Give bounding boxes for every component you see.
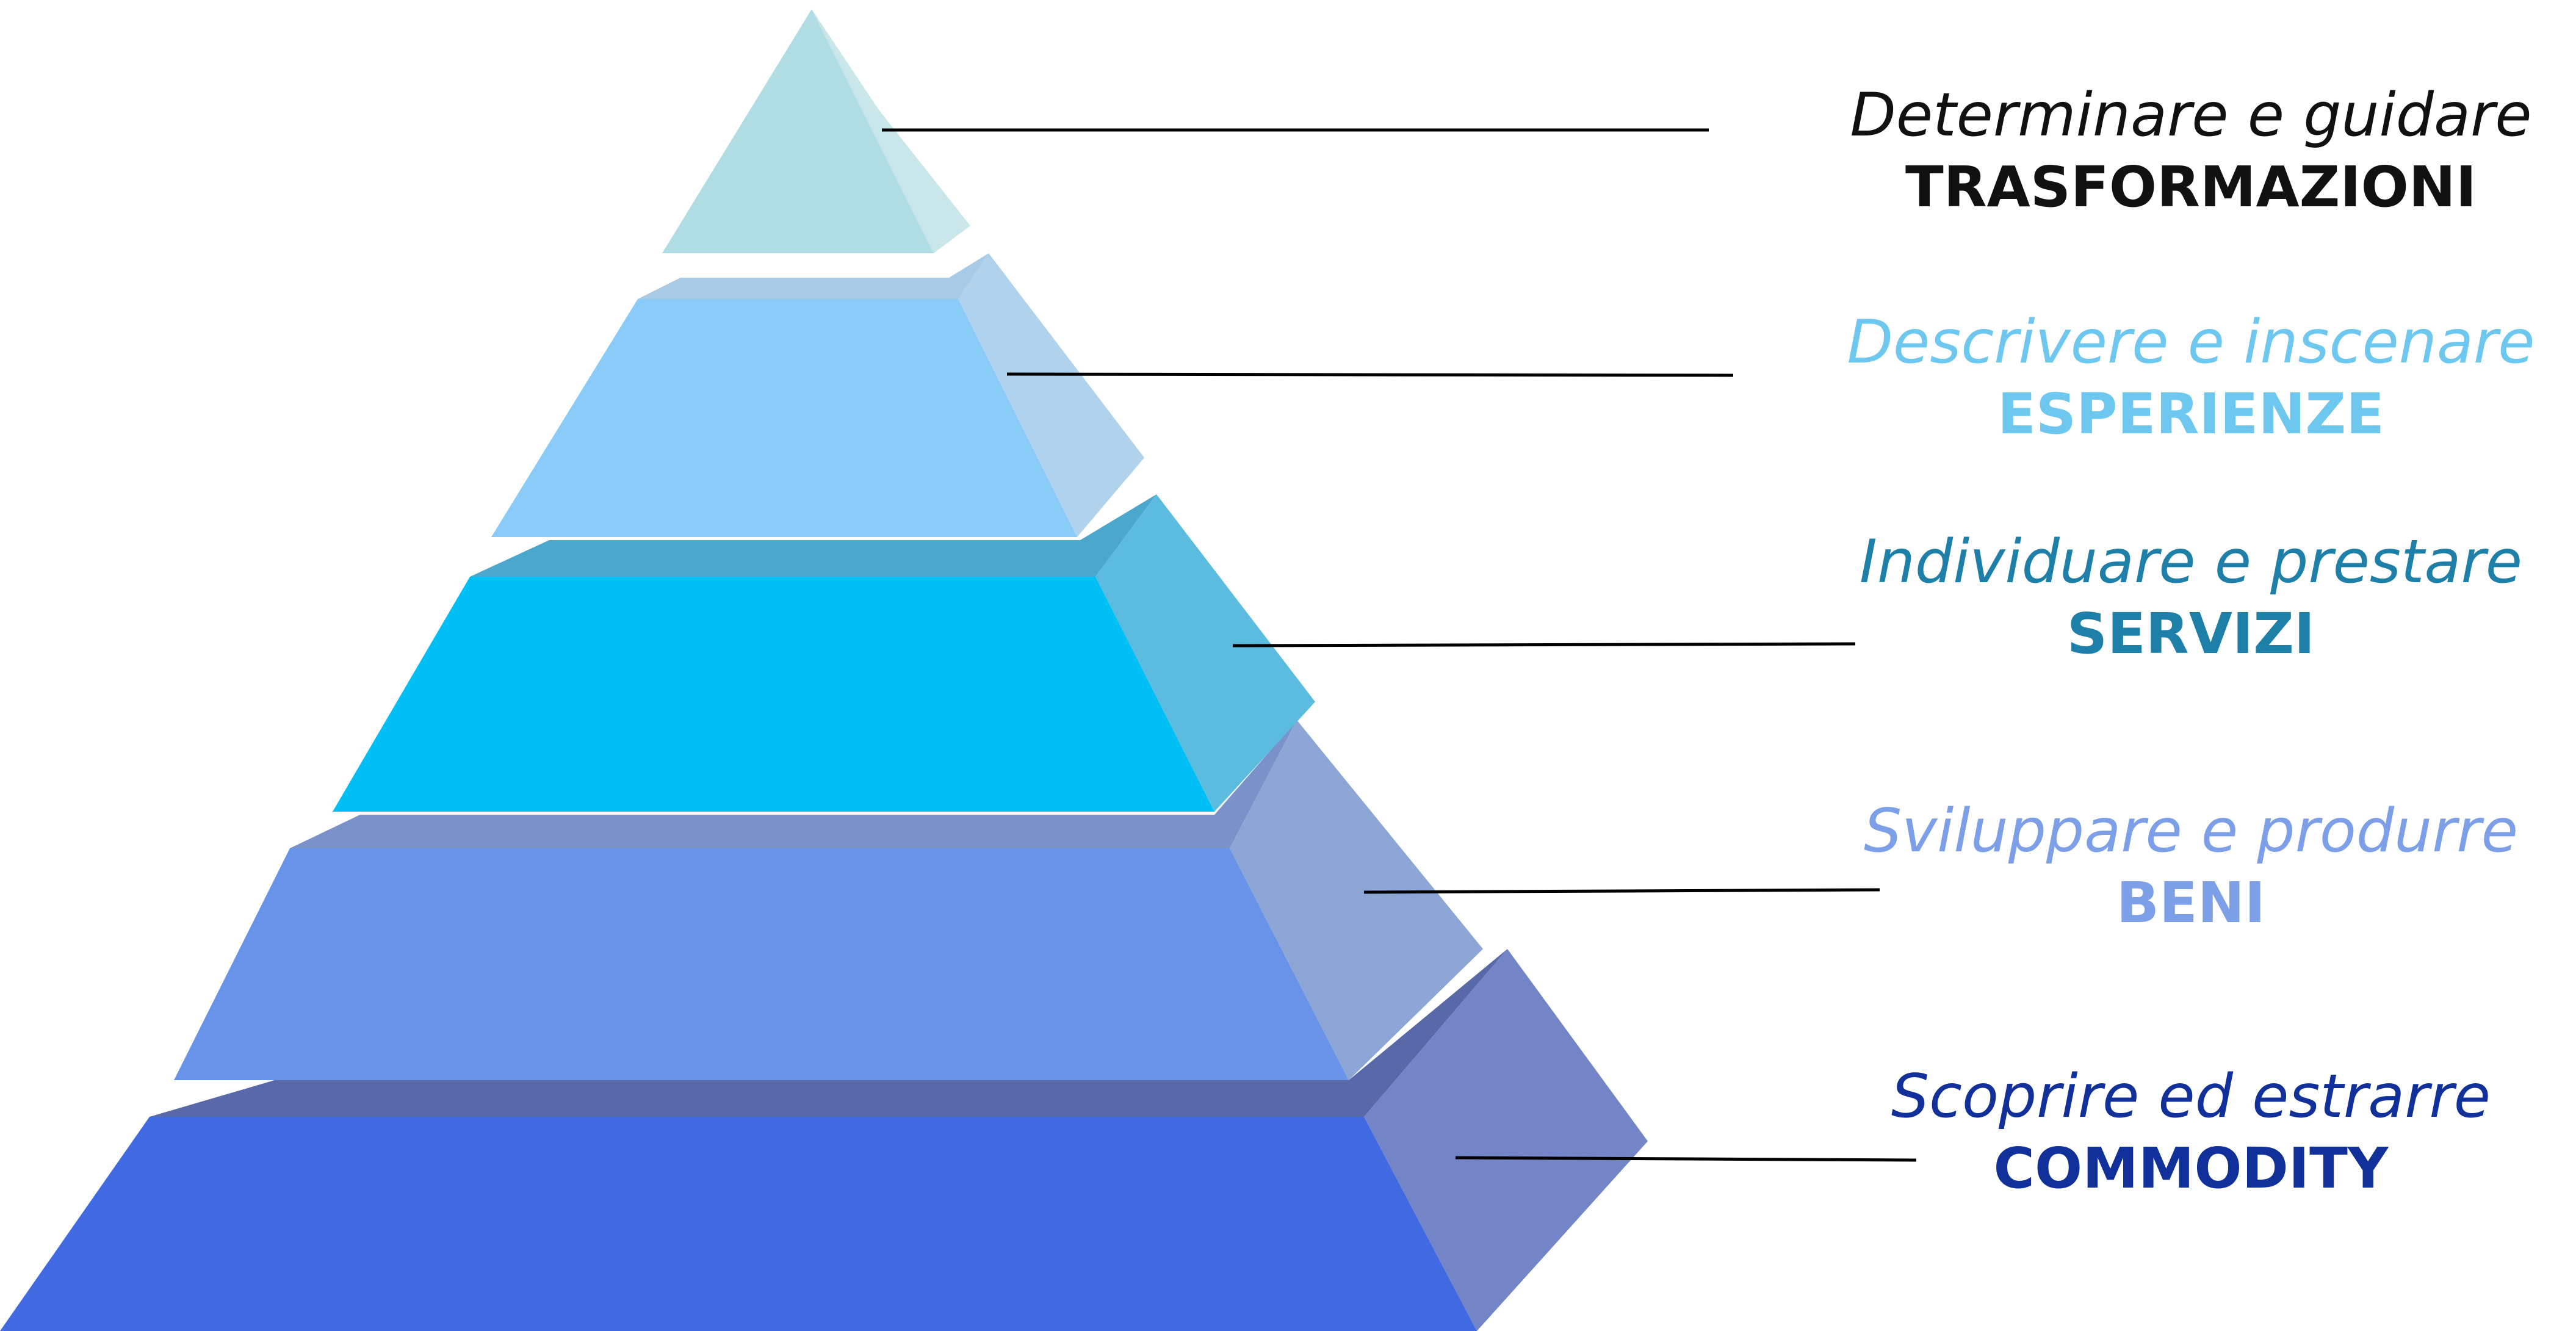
tier-esperienze-side-face xyxy=(958,253,1144,537)
label-servizi-noun: SERVIZI xyxy=(2066,601,2315,666)
tier-beni-side-face xyxy=(1230,720,1483,1080)
leader-line-esperienze xyxy=(1006,372,1734,377)
label-trasformazioni: Determinare e guidare TRASFORMAZIONI xyxy=(1794,79,2576,223)
tier-commodity-top-face xyxy=(150,949,1507,1117)
label-commodity-noun: COMMODITY xyxy=(1993,1136,2389,1201)
leader-line-commodity xyxy=(1455,1156,1917,1162)
label-esperienze-verb: Descrivere e inscenare xyxy=(1847,308,2535,377)
label-servizi: Individuare e prestare SERVIZI xyxy=(1794,526,2576,670)
leader-line-servizi xyxy=(1232,642,1856,647)
label-trasformazioni-verb: Determinare e guidare xyxy=(1850,81,2532,150)
label-beni-verb: Sviluppare e produrre xyxy=(1863,796,2519,866)
label-servizi-verb: Individuare e prestare xyxy=(1859,527,2523,597)
tier-servizi-side-face xyxy=(1095,494,1315,812)
tier-commodity-front-face xyxy=(0,1117,1477,1331)
leader-line-beni xyxy=(1363,888,1880,894)
tier-servizi-top-face xyxy=(470,494,1156,577)
tier-servizi-front-face xyxy=(333,577,1214,812)
label-esperienze-noun: ESPERIENZE xyxy=(1997,381,2384,447)
tier-esperienze-front-face xyxy=(491,299,1077,537)
label-trasformazioni-noun: TRASFORMAZIONI xyxy=(1905,154,2477,220)
label-esperienze: Descrivere e inscenare ESPERIENZE xyxy=(1794,306,2576,450)
tier-commodity-side-face xyxy=(1364,949,1648,1331)
tier-beni-front-face xyxy=(174,848,1349,1080)
tier-trasformazioni-front-face xyxy=(662,9,934,253)
label-commodity-verb: Scoprire ed estrarre xyxy=(1891,1062,2491,1131)
label-beni: Sviluppare e produrre BENI xyxy=(1794,795,2576,939)
label-beni-noun: BENI xyxy=(2116,870,2266,936)
label-commodity: Scoprire ed estrarre COMMODITY xyxy=(1794,1061,2576,1205)
tier-beni-top-face xyxy=(290,720,1297,848)
tier-esperienze-top-face xyxy=(638,253,989,299)
